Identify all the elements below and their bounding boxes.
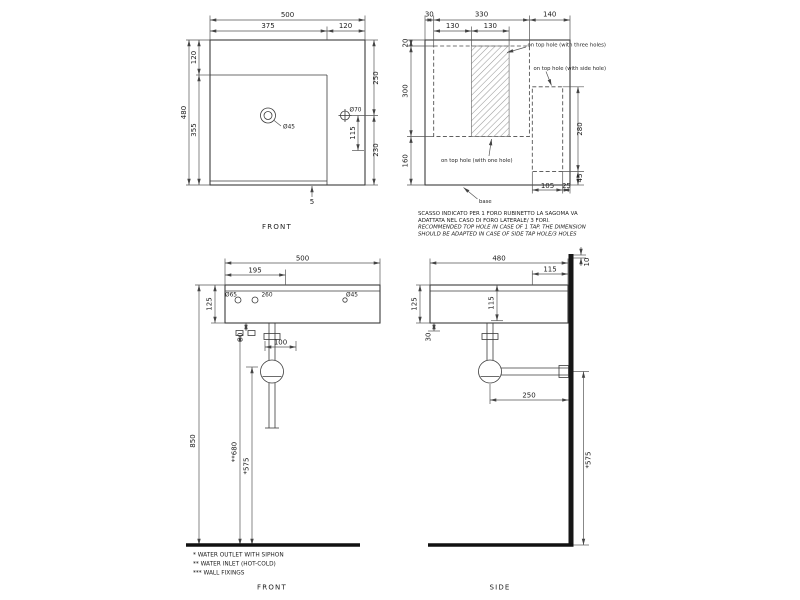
front-elevation: 500 195 Ø65 260 Ø45 125 30 100 850 **680… bbox=[186, 255, 381, 592]
plan-dim-230: 230 bbox=[372, 143, 380, 156]
tap-dimension-lines bbox=[407, 15, 584, 200]
side-view-label: SIDE bbox=[489, 584, 510, 592]
tap-note-three-holes: on top hole (with three holes) bbox=[528, 43, 607, 49]
tap-caption-line3: RECOMMENDED TOP HOLE IN CASE OF 1 TAP. T… bbox=[418, 225, 586, 231]
side-wall bbox=[568, 254, 574, 545]
tap-caption-line4: SHOULD BE ADAPTED IN CASE OF SIDE TAP HO… bbox=[418, 231, 577, 237]
front-dim-195: 195 bbox=[248, 267, 261, 275]
front-dim-height: 125 bbox=[206, 297, 214, 310]
tap-dim-105: 105 bbox=[541, 182, 554, 190]
footnote-water-inlet: ** WATER INLET (HOT-COLD) bbox=[193, 562, 276, 568]
tap-dim-300: 300 bbox=[402, 84, 410, 97]
tap-dim-45: 45 bbox=[576, 174, 584, 183]
plan-dim-115: 115 bbox=[349, 126, 357, 139]
tap-caption-line1: SCASSO INDICATO PER 1 FORO RUBINETTO LA … bbox=[418, 211, 578, 217]
tap-outline bbox=[424, 39, 571, 186]
plan-view: 500 375 120 120 480 355 250 230 115 Ø45 … bbox=[180, 11, 380, 231]
plan-dim-rim: 5 bbox=[310, 198, 314, 206]
tap-note-one-hole: on top hole (with one hole) bbox=[441, 158, 513, 164]
footnotes: * WATER OUTLET WITH SIPHON ** WATER INLE… bbox=[193, 553, 284, 577]
footnote-wall-fixings: *** WALL FIXINGS bbox=[193, 571, 245, 577]
tap-note-base: base bbox=[479, 199, 492, 205]
tap-dim-330: 330 bbox=[475, 11, 488, 19]
front-view-label: FRONT bbox=[257, 584, 287, 592]
tap-dim-140: 140 bbox=[543, 11, 556, 19]
plan-drain-label: Ø45 bbox=[283, 124, 295, 131]
plan-dim-120-top: 120 bbox=[339, 22, 352, 30]
front-dimension-lines bbox=[195, 258, 381, 545]
plan-dimension-lines bbox=[186, 15, 378, 197]
plan-drain-hole bbox=[260, 107, 282, 127]
side-dimension-lines bbox=[416, 247, 589, 546]
plan-dim-height: 480 bbox=[180, 106, 188, 119]
plan-dim-250: 250 bbox=[372, 71, 380, 84]
side-dim-depth: 480 bbox=[492, 255, 505, 263]
front-trap bbox=[260, 323, 284, 429]
tap-dim-160: 160 bbox=[402, 154, 410, 167]
front-dim-30: 30 bbox=[237, 333, 245, 342]
tap-note-side-hole: on top hole (with side hole) bbox=[534, 66, 607, 72]
plan-dim-120-left: 120 bbox=[190, 51, 198, 64]
tap-recommended-hole-area bbox=[471, 45, 510, 137]
side-dim-height: 125 bbox=[411, 297, 419, 310]
plan-outline bbox=[209, 39, 366, 186]
tap-dim-30: 30 bbox=[425, 11, 434, 19]
front-dim-850: 850 bbox=[189, 434, 197, 447]
side-dim-10: 10 bbox=[583, 258, 591, 267]
plan-dim-375: 375 bbox=[261, 22, 274, 30]
side-dim-115-top: 115 bbox=[543, 266, 556, 274]
plan-side-hole-label: Ø70 bbox=[350, 107, 362, 114]
footnote-water-outlet: * WATER OUTLET WITH SIPHON bbox=[193, 553, 284, 559]
side-trap bbox=[478, 323, 569, 384]
plan-dim-355: 355 bbox=[190, 123, 198, 136]
front-dim-100: 100 bbox=[274, 339, 287, 347]
front-dim-260: 260 bbox=[261, 293, 272, 299]
side-elevation: 480 115 10 125 115 30 250 *575 SIDE bbox=[411, 247, 593, 592]
front-dim-inlet-height: **680 bbox=[231, 442, 239, 462]
side-dim-115-inner: 115 bbox=[488, 296, 496, 309]
tap-zone-side-hole bbox=[531, 86, 564, 172]
tap-hole-view: 30 330 140 130 130 20 300 160 280 45 105… bbox=[402, 11, 607, 238]
tap-dim-25: 25 bbox=[562, 182, 571, 190]
plan-view-label: FRONT bbox=[262, 223, 292, 231]
plan-dim-width: 500 bbox=[281, 11, 294, 19]
side-dim-250: 250 bbox=[522, 392, 535, 400]
front-sink-body bbox=[224, 284, 381, 324]
side-sink-body bbox=[429, 284, 569, 324]
tap-dim-20: 20 bbox=[402, 39, 410, 48]
tap-dim-280: 280 bbox=[576, 122, 584, 135]
tap-caption-line2: ADATTATA NEL CASO DI FORO LATERALE/ 3 FO… bbox=[418, 218, 550, 224]
tap-dim-130a: 130 bbox=[446, 22, 459, 30]
front-dim-width: 500 bbox=[296, 255, 309, 263]
side-dim-outlet-height: *575 bbox=[585, 452, 593, 469]
front-hole-45-label: Ø45 bbox=[346, 292, 358, 299]
front-dim-outlet-height: *575 bbox=[243, 458, 251, 475]
front-hole-65-label: Ø65 bbox=[225, 292, 237, 299]
side-dim-30: 30 bbox=[425, 333, 433, 342]
tap-dim-130b: 130 bbox=[484, 22, 497, 30]
